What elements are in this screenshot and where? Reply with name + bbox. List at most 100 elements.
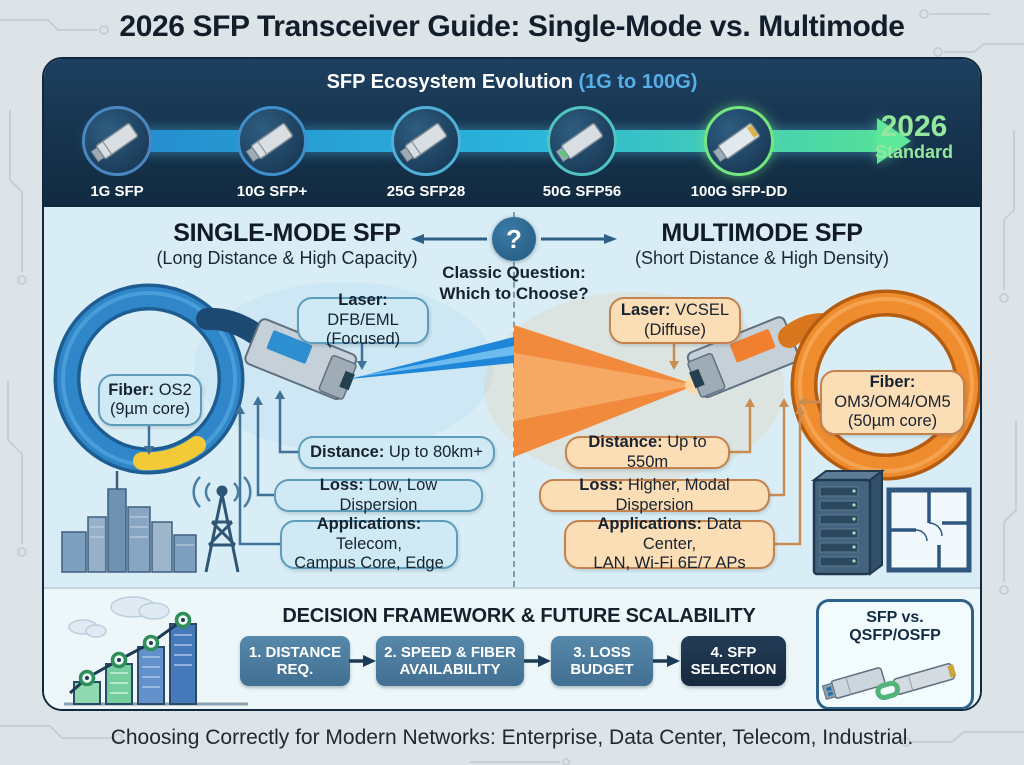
wifi-signal-arcs [192,476,252,508]
page-title: 2026 SFP Transceiver Guide: Single-Mode … [119,10,905,43]
stage-label-100g: 100G SFP-DD [690,183,788,200]
applications-value: Telecom, [335,534,403,553]
multimode-laser-box: Laser: VCSEL (Diffuse) [609,297,741,344]
fiber-label: Fiber: [869,373,916,392]
endpoint-2026-standard: 2026 Standard [864,112,964,164]
sfp-dd-module-icon [712,123,760,163]
step-sfp-selection: 4. SFP SELECTION [681,636,786,686]
step-line1: 4. SFP [710,643,757,661]
fiber-line3: (50µm core) [847,412,938,431]
timeline-arrowhead [877,118,911,164]
focused-blue-beam [350,337,514,379]
stage-circle-100g [704,106,774,176]
sfp-module-icon [399,123,447,163]
timeline-heading: SFP Ecosystem Evolution (1G to 100G) [44,71,980,94]
double-arrow [411,234,617,244]
distance-label: Distance: [310,442,385,461]
floor-plan-icon [886,487,972,573]
timeline-range: (1G to 100G) [578,71,698,93]
applications-label: Applications: [316,515,422,534]
single-mode-sfp-module [244,318,358,401]
stage-circle-10g [237,106,307,176]
single-mode-fiber-box: Fiber: OS2 (9µm core) [98,374,202,426]
laser-value: DFB/EML [327,310,399,329]
distance-value: Up to 80km+ [384,442,483,461]
applications-value: Data Center, [642,515,742,553]
classic-question-line2: Which to Choose? [439,284,589,303]
single-mode-callout-lines [144,343,367,546]
applications-label: Applications: [597,515,703,534]
stage-circle-25g [391,106,461,176]
sfp-module-icon [90,123,138,163]
distance-label: Distance: [588,433,663,452]
timeline-section: SFP Ecosystem Evolution (1G to 100G) 1G … [44,59,980,207]
multimode-distance-box: Distance: Up to 550m [565,433,730,471]
fiber-line2: OM3/OM4/OM5 [834,392,951,411]
single-mode-loss-box: Loss: Low, Low Dispersion [274,476,483,514]
single-mode-fiber-coil [53,283,245,475]
stage-label-10g: 10G SFP+ [236,183,308,200]
step-line2: SELECTION [690,661,777,678]
single-mode-distance-box: Distance: Up to 80km+ [298,436,495,469]
multimode-fiber-box: Fiber: OM3/OM4/OM5 (50µm core) [820,370,965,435]
clouds [68,596,170,638]
comparison-illustration [53,282,980,576]
multimode-sfp-module [686,316,800,399]
loss-label: Loss: [319,476,364,495]
step-arrow-icon [349,655,376,667]
qsfp-module-small [875,663,957,701]
applications-line2: Campus Core, Edge [294,554,444,573]
sfp-module-icon [245,123,293,163]
stage-label-1g: 1G SFP [90,183,144,200]
laser-label: Laser: [338,291,388,310]
fiber-label: Fiber: [108,380,155,399]
radio-tower-icon [204,485,240,573]
sfp-qsfp-modules-icon [821,663,957,701]
endpoint-year: 2026 [880,110,948,143]
single-mode-heading: SINGLE-MODE SFP [173,219,401,247]
single-mode-subheading: (Long Distance & High Capacity) [156,248,418,268]
multimode-fiber-coil [790,289,980,481]
applications-line2: LAN, Wi-Fi 6E/7 APs [593,554,746,573]
stage-circle-1g [82,106,152,176]
distance-value: Up to 550m [626,433,707,471]
multimode-heading: MULTIMODE SFP [661,219,863,247]
multimode-callout-lines [669,343,820,546]
laser-label: Laser: [620,301,671,320]
stage-label-50g: 50G SFP56 [542,183,622,200]
step-line1: 3. LOSS [573,643,631,661]
yellow-fiber-segment [133,436,206,471]
step-arrow-icon [653,655,680,667]
endpoint-label: Standard [874,142,953,162]
footer-caption: Choosing Correctly for Modern Networks: … [110,726,914,749]
multimode-applications-box: Applications: Data Center, LAN, Wi-Fi 6E… [564,515,775,572]
step-speed-fiber: 2. SPEED & FIBER AVAILABILITY [376,636,524,686]
decision-heading: DECISION FRAMEWORK & FUTURE SCALABILITY [282,605,756,627]
laser-line2: (Diffuse) [643,320,707,339]
step-line2: AVAILABILITY [399,661,501,678]
stage-circle-50g [547,106,617,176]
sfp-module-small [821,667,886,700]
step-distance-req: 1. DISTANCE REQ. [240,636,350,686]
laser-value: VCSEL [670,301,730,320]
compare-title: SFP vs. QSFP/OSFP [849,609,941,644]
fiber-line2: (9µm core) [109,400,191,418]
loss-value: Low, Low Dispersion [339,476,438,514]
multimode-subheading: (Short Distance & High Density) [634,248,890,268]
laser-line2: (Focused) [325,330,401,349]
timeline-heading-text: SFP Ecosystem Evolution [326,71,579,93]
step-line1: 1. DISTANCE [248,643,342,661]
fiber-value: OS2 [154,380,192,399]
multimode-loss-box: Loss: Higher, Modal Dispersion [539,476,770,514]
growth-chart-icon [64,596,248,706]
city-skyline-icon [61,471,197,573]
loss-value: Higher, Modal Dispersion [615,476,730,514]
classic-question-line1: Classic Question: [442,263,586,282]
sfp-module-icon [555,123,603,163]
main-panel: SFP Ecosystem Evolution (1G to 100G) 1G … [42,57,982,711]
loss-label: Loss: [579,476,624,495]
step-line2: BUDGET [570,661,634,678]
step-arrow-icon [524,655,551,667]
server-rack-icon [811,469,885,576]
